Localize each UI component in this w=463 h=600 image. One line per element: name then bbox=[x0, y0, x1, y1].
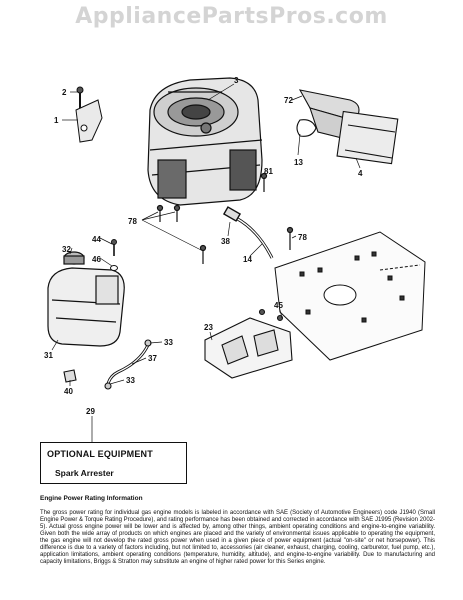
optional-equipment-title: OPTIONAL EQUIPMENT bbox=[47, 449, 153, 459]
callout-37: 37 bbox=[148, 354, 157, 363]
tank-hardware bbox=[110, 239, 118, 271]
callout-78b: 78 bbox=[298, 233, 307, 242]
callout-78a: 78 bbox=[128, 217, 137, 226]
callout-38: 38 bbox=[221, 237, 230, 246]
rating-body: The gross power rating for individual ga… bbox=[40, 510, 435, 565]
fuel-tank bbox=[47, 251, 125, 347]
callout-29: 29 bbox=[86, 407, 95, 416]
optional-equipment-item: Spark Arrester bbox=[55, 468, 114, 478]
fuel-line bbox=[222, 206, 274, 259]
callout-3: 3 bbox=[234, 76, 239, 85]
callout-33b: 33 bbox=[126, 376, 135, 385]
engine bbox=[147, 77, 263, 206]
leader-lines bbox=[51, 83, 361, 442]
callout-32: 32 bbox=[62, 245, 71, 254]
muffler bbox=[296, 89, 399, 165]
watermark: AppliancePartsPros.com bbox=[75, 4, 388, 29]
callout-4: 4 bbox=[358, 169, 363, 178]
bracket bbox=[75, 86, 103, 143]
rating-heading: Engine Power Rating Information bbox=[40, 495, 143, 502]
callout-81: 81 bbox=[264, 167, 273, 176]
callout-2: 2 bbox=[62, 88, 67, 97]
callout-31: 31 bbox=[44, 351, 53, 360]
callout-23: 23 bbox=[204, 323, 213, 332]
chassis-plate bbox=[274, 231, 426, 361]
callout-40: 40 bbox=[64, 387, 73, 396]
callout-1: 1 bbox=[54, 116, 59, 125]
callout-46: 46 bbox=[92, 255, 101, 264]
callout-33a: 33 bbox=[164, 338, 173, 347]
heat-shield bbox=[204, 308, 293, 379]
fuel-hose bbox=[63, 339, 152, 390]
optional-equipment-box: OPTIONAL EQUIPMENT Spark Arrester bbox=[40, 442, 187, 484]
callout-45: 45 bbox=[274, 301, 283, 310]
callout-72: 72 bbox=[284, 96, 293, 105]
callout-44: 44 bbox=[92, 235, 101, 244]
mount-bolts bbox=[156, 172, 294, 264]
callout-13: 13 bbox=[294, 158, 303, 167]
callout-14: 14 bbox=[243, 255, 252, 264]
